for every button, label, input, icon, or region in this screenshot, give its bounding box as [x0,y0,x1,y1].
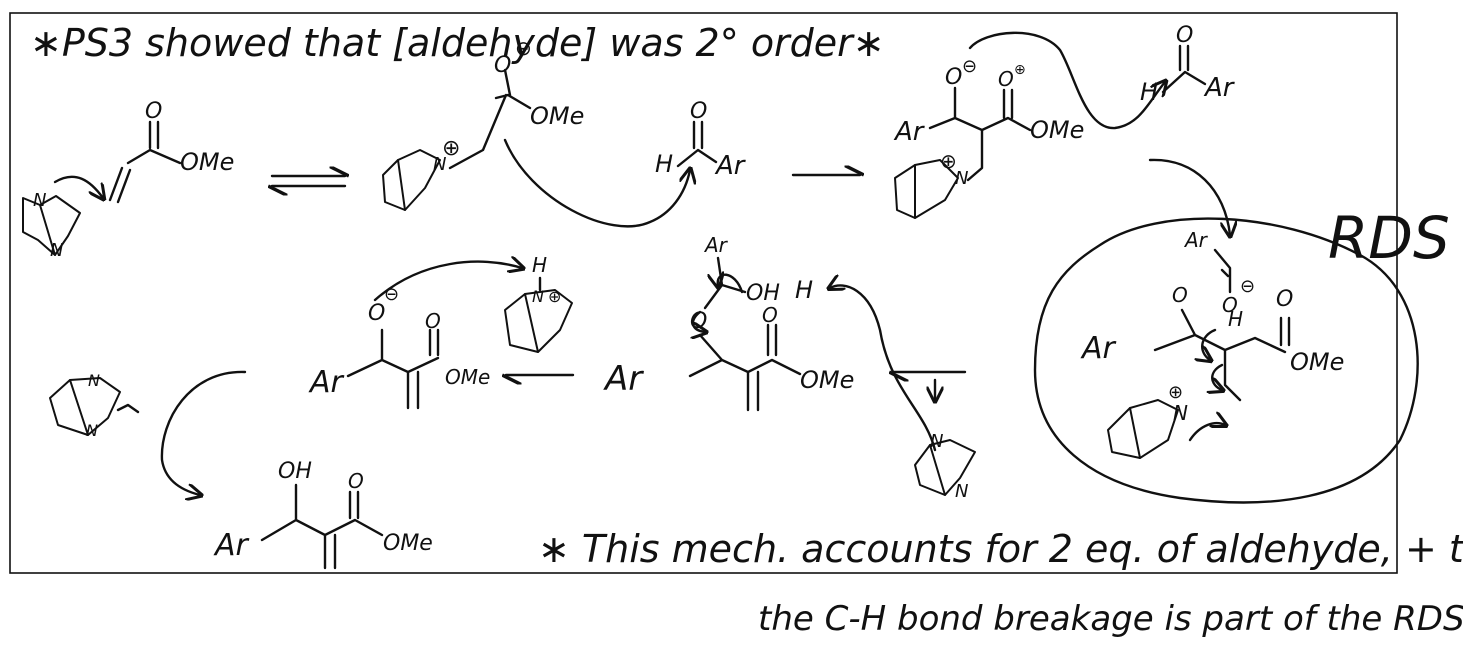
charge-plus: ⊕ [940,149,957,173]
dabco-cage-icon: N N [49,371,121,440]
methoxy-label: OMe [530,102,584,130]
dabco-cage-icon: N N [22,190,81,261]
aldehyde-1: H O Ar [655,99,747,181]
dabco-nitrogen-top: N [33,190,46,211]
curved-arrow-icon [503,138,690,228]
aryl-label: Ar [213,528,250,563]
ester-oxygen: O [1276,287,1293,312]
aryl-label: Ar [1203,73,1236,103]
dabco-cage-icon: N N [914,431,976,502]
curved-arrow-icon [116,403,140,414]
dabco-nitrogen-bottom: N [86,421,98,440]
charge-plus: ⊕ [1168,382,1183,403]
free-dabco: N N [49,370,247,495]
aldehyde-oxygen: O [1176,23,1193,48]
dabco-nitrogen-top: N [930,431,943,452]
enolate-oxygen: O [494,53,511,78]
aryl-label: Ar [893,117,926,147]
carbonyl-oxygen: O [348,469,364,493]
dabco-nitrogen: N [433,154,446,175]
header-note: ∗PS3 showed that [aldehyde] was 2° order… [30,21,885,65]
dabco-nitrogen-bottom: N [955,481,968,502]
protonated-dabco: H N ⊕ [504,253,573,353]
curved-arrow-icon [53,175,103,198]
carbonyl-oxygen: O [425,309,441,333]
aryl-label: Ar [1183,228,1209,252]
curved-arrow-icon [968,31,1165,130]
molecule-hemiacetal: Ar OH H O O Ar OMe [603,233,937,452]
curved-arrow-icon [693,310,705,332]
ester-oxygen: O [998,67,1014,91]
aldehyde-hydrogen: H [1140,78,1158,106]
ammonium-hydrogen: H [532,253,547,277]
acidic-hydrogen: H [795,276,813,304]
curved-arrow-icon [830,285,937,452]
methoxy-label: OMe [1290,348,1344,376]
curved-arrow-icon [718,275,744,294]
methoxy-label: OMe [383,531,433,556]
rds-circle [1033,217,1419,504]
dabco-nitrogen: N [955,168,968,189]
charge-minus: ⊖ [1240,276,1255,297]
aryl-label: Ar [703,233,729,257]
molecule-alkoxide-adduct: Ar O ⊖ O ⊕ OMe N ⊕ [893,31,1165,219]
footer-note-line1: ∗ This mech. accounts for 2 eq. of aldeh… [538,527,1463,571]
methoxy-label: OMe [1030,116,1084,144]
dabco-cage-icon: N [1107,399,1188,459]
molecule-product: OH O Ar OMe [213,459,433,570]
molecule-rds-transition: Ar O ⊖ O H Ar O OMe N ⊕ [1080,228,1344,459]
aldehyde-hydrogen: H [655,150,673,178]
dabco-base: N N [914,378,976,502]
alkoxide-oxygen: O [945,65,962,90]
charge-minus: ⊖ [515,36,532,60]
methoxy-label: OMe [445,365,490,389]
transferring-hydrogen: H [1228,307,1243,331]
charge-plus: ⊕ [548,287,561,306]
aryl-label: Ar [714,151,747,181]
charge-minus: ⊖ [962,56,977,77]
dabco-nitrogen-top: N [88,371,100,390]
dabco-cage-icon: N [382,149,446,211]
curved-arrow-icon [1212,363,1222,390]
diagram-frame [9,12,1398,574]
dabco-nitrogen-bottom: N [50,240,63,261]
alkoxide-oxygen: O [1222,293,1238,317]
molecule-enolate: N ⊕ O ⊖ OMe [382,36,690,228]
curved-arrow-icon [1148,158,1230,235]
footer-note-line2: the C-H bond breakage is part of the RDS… [758,599,1463,639]
aryl-label: Ar [603,359,644,399]
equilibrium-arrow-icon [272,176,345,186]
aldehyde-2: H O Ar [1140,23,1236,106]
aryl-label: Ar [1080,331,1117,366]
ring-oxygen: O [1172,283,1188,307]
curved-arrow-icon [1202,328,1217,360]
molecule-acrylate-dabco: N N O OMe [22,99,234,261]
curved-arrow-icon [160,370,247,495]
alkoxide-oxygen: O [368,301,385,326]
rds-label: RDS [1328,204,1450,272]
oh-label: OH [278,459,312,484]
oh-label: OH [746,281,780,306]
dabco-nitrogen: N [532,287,544,306]
aldehyde-oxygen: O [690,99,707,124]
charge-plus: ⊕ [442,136,460,161]
charge-plus: ⊕ [1014,62,1026,78]
aryl-label: Ar [308,365,345,400]
curved-arrow-icon [373,262,522,302]
methoxy-label: OMe [180,148,234,176]
dabco-nitrogen: N [1173,401,1188,425]
molecule-final-alkoxide: O ⊖ O Ar OMe [308,262,522,410]
carbonyl-oxygen: O [145,99,162,124]
carbonyl-oxygen: O [762,303,778,327]
dabco-cage-icon: N [894,159,968,219]
methoxy-label: OMe [800,366,854,394]
dabco-cage-icon: N [504,287,573,353]
curved-arrow-icon [1188,423,1225,442]
